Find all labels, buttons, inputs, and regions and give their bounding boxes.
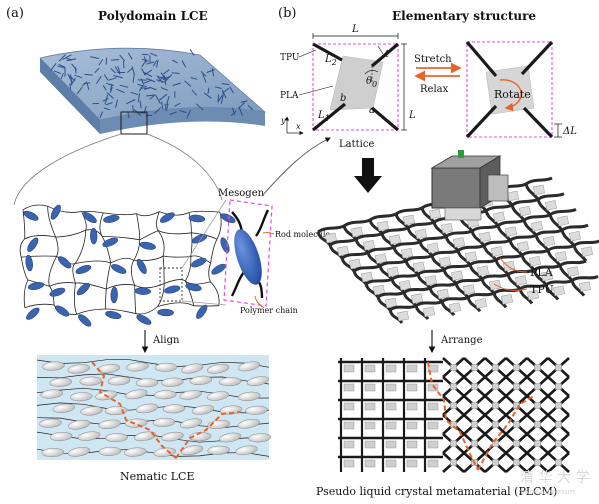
- panel-a-letter: (a): [6, 6, 24, 21]
- polydomain-network: [19, 204, 236, 327]
- plcm-caption: Pseudo liquid crystal metamaterial (PLCM…: [316, 485, 557, 498]
- relax-label: Relax: [420, 84, 449, 95]
- nematic-lce-diagram: [36, 355, 271, 460]
- pla-callout: PLA: [280, 91, 299, 101]
- rod-molecule: [234, 229, 262, 285]
- dim-L2: L2: [324, 54, 337, 67]
- panel-b-title: Elementary structure: [392, 9, 536, 23]
- plcm-lattice-grid: [338, 357, 570, 473]
- printed-metamaterial-photo: [316, 150, 599, 324]
- dim-a: a: [369, 105, 375, 116]
- arrange-label: Arrange: [440, 335, 483, 346]
- dim-b: b: [340, 93, 346, 104]
- angle-theta0: θ0: [366, 76, 377, 89]
- rod-molecule-label: Rod molecule: [275, 230, 330, 239]
- tpu-photo-label: TPU: [530, 283, 554, 296]
- mesogen-inset: [223, 199, 275, 309]
- watermark-sub: TSINGHUA UNIVERSITY: [517, 490, 576, 496]
- pla-photo-label: PLA: [530, 266, 554, 279]
- zoom-line-left: [13, 133, 122, 206]
- zoom-region-box: [120, 111, 148, 135]
- mesogen-to-lattice-arrow: [261, 137, 331, 197]
- axis-x-label: x: [296, 122, 301, 131]
- nematic-lce-caption: Nematic LCE: [120, 470, 194, 483]
- axis-y-label: y: [280, 116, 286, 125]
- delta-L-label: ΔL: [562, 126, 577, 137]
- rotated-unit-cell: [465, 40, 562, 139]
- watermark: 清 华 大 学: [520, 470, 589, 486]
- axes-icon: [284, 116, 304, 136]
- stretch-label: Stretch: [414, 54, 452, 65]
- lattice-unit-cell: [311, 33, 407, 132]
- rotate-label: Rotate: [494, 88, 531, 101]
- lattice-to-structure-arrow: [354, 158, 382, 193]
- dim-t: t: [385, 49, 390, 60]
- dim-L1: L1: [317, 110, 330, 123]
- tpu-callout: TPU: [280, 53, 300, 63]
- sheet-mesogen-dashes: [50, 49, 254, 119]
- dim-L-top: L: [351, 24, 359, 35]
- tpu-leader: [493, 283, 528, 291]
- lattice-label: Lattice: [339, 139, 374, 150]
- mesogen-label: Mesogen: [218, 188, 265, 199]
- mesogen-zoom-box: [159, 267, 183, 302]
- panel-b-letter: (b): [278, 6, 296, 21]
- lce-sheet: [39, 47, 267, 134]
- pla-leader: [499, 257, 528, 273]
- dim-L-right: L: [408, 110, 416, 121]
- zoom-line-right: [146, 133, 223, 201]
- panel-a-title: Polydomain LCE: [98, 9, 208, 23]
- align-label: Align: [152, 335, 180, 346]
- polymer-chain-label: Polymer chain: [240, 306, 298, 315]
